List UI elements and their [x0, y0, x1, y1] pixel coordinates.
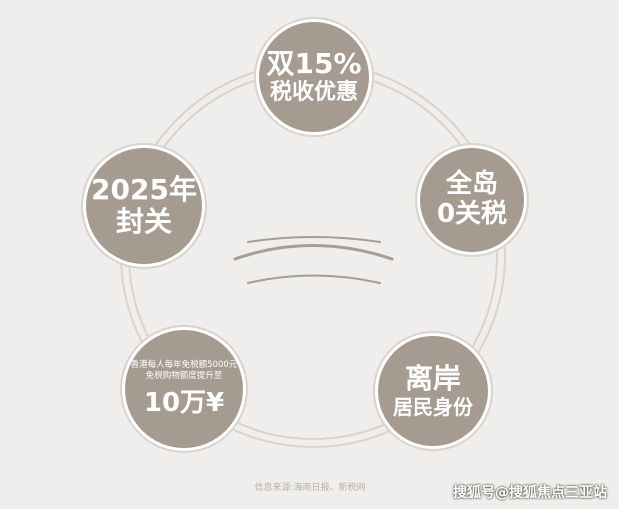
node-bl-line2: 免税购物额度提升至: [145, 371, 223, 382]
center-line-bottom: [247, 274, 381, 284]
node-top-line2: 税收优惠: [269, 79, 358, 105]
node-right-line2: 0关税: [436, 199, 508, 229]
watermark: 搜狐号@搜狐焦点三亚站: [453, 485, 607, 501]
source-note: 信息来源:海南日报、新税网: [254, 483, 366, 493]
node-zero-tariff: 全岛 0关税: [420, 148, 524, 252]
node-left-line2: 封关: [115, 205, 172, 238]
node-br-line2: 居民身份: [393, 395, 473, 420]
node-bl-line3: 10万¥: [143, 387, 225, 418]
node-customs-closure: 2025年 封关: [86, 148, 202, 264]
node-tax-incentive: 双15% 税收优惠: [259, 22, 369, 132]
node-duty-free-quota: 香港每人每年免税额5000元 免税购物额度提升至 10万¥: [125, 330, 243, 448]
node-offshore-residency: 离岸 居民身份: [378, 336, 488, 446]
center-line-top: [233, 244, 394, 261]
node-right-line1: 全岛: [445, 169, 498, 200]
node-bl-line1: 香港每人每年免税额5000元: [130, 359, 238, 370]
node-top-line1: 双15%: [266, 46, 362, 80]
node-left-line1: 2025年: [91, 172, 197, 206]
node-br-line1: 离岸: [404, 361, 461, 395]
center-line-upper-arc: [247, 236, 381, 243]
